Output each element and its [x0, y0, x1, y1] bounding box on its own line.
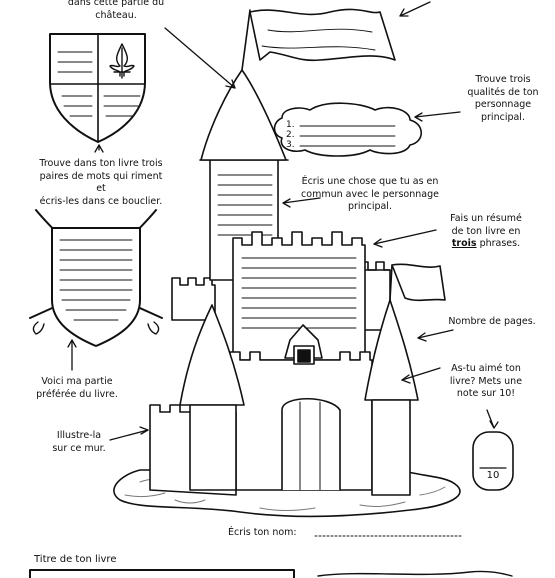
- rhymes-line-2: paires de mots qui riment et: [39, 170, 163, 195]
- qualities-line-3: personnage: [474, 99, 532, 110]
- number-2: 2.: [286, 130, 295, 140]
- summary-line-1: Fais un résumé: [450, 213, 522, 224]
- favorite-line-2: préférée du livre.: [36, 388, 118, 400]
- summary-line-3: trois phrases.: [436, 238, 536, 251]
- pages-instruction: Nombre de pages.: [442, 316, 542, 329]
- main-keep: [232, 231, 366, 361]
- swords-shield: [29, 209, 163, 347]
- left-turret: [179, 304, 245, 491]
- common-instruction: Écris une chose que tu as en commun avec…: [300, 176, 440, 214]
- qualities-cloud: [273, 102, 423, 157]
- illustrate-line-2: sur ce mur.: [52, 442, 106, 454]
- pointer-arrows: [67, 1, 499, 441]
- right-turret: [364, 263, 446, 496]
- top-instruction: dans cette partie du château.: [48, 0, 184, 22]
- book-title-text: Titre de ton livre: [34, 554, 117, 565]
- number-1: 1.: [286, 120, 295, 130]
- top-instruction-line-2: château.: [95, 9, 137, 21]
- favorite-instruction: Voici ma partie préférée du livre.: [22, 376, 132, 401]
- rhymes-line-1: Trouve dans ton livre trois: [39, 158, 163, 169]
- score-badge: [472, 431, 514, 491]
- qualities-line-1: Trouve trois: [475, 74, 531, 85]
- qualities-instruction: Trouve trois qualités de ton personnage …: [458, 74, 548, 124]
- score-denominator: 10: [473, 470, 513, 483]
- number-3: 3.: [286, 140, 295, 150]
- summary-suffix: phrases.: [479, 238, 521, 249]
- bottom-banner: [317, 570, 513, 577]
- top-flag: [249, 8, 396, 62]
- illustrate-instruction: Illustre-la sur ce mur.: [44, 430, 114, 455]
- back-left-tower: [171, 277, 216, 321]
- name-instruction: Écris ton nom:: [228, 527, 318, 540]
- qualities-line-2: qualités de ton: [467, 86, 539, 98]
- title-box: [29, 569, 295, 578]
- summary-instruction: Fais un résumé de ton livre en trois phr…: [436, 213, 536, 251]
- common-line-3: principal.: [348, 201, 392, 212]
- rating-line-1: As-tu aimé ton: [451, 363, 521, 374]
- crest-shield: [49, 33, 146, 143]
- rhymes-instruction: Trouve dans ton livre trois paires de mo…: [36, 158, 166, 208]
- summary-bold-word: trois: [451, 238, 477, 249]
- summary-line-2: de ton livre en: [451, 225, 521, 237]
- rhymes-line-3: écris-les dans ce bouclier.: [39, 195, 163, 207]
- score-denominator-text: 10: [486, 470, 500, 481]
- qualities-numbers: 1. 2. 3.: [286, 120, 300, 150]
- rating-line-2: livre? Mets une: [449, 375, 523, 387]
- pages-text: Nombre de pages.: [448, 316, 536, 327]
- illustrate-line-1: Illustre-la: [56, 430, 102, 441]
- common-line-1: Écris une chose que tu as en: [301, 176, 439, 187]
- rating-instruction: As-tu aimé ton livre? Mets une note sur …: [436, 363, 536, 401]
- common-line-2: commun avec le personnage: [301, 188, 439, 200]
- favorite-line-1: Voici ma partie: [41, 376, 113, 387]
- book-title-label: Titre de ton livre: [34, 554, 154, 567]
- top-instruction-line-1: dans cette partie du: [67, 0, 165, 8]
- qualities-line-4: principal.: [481, 111, 525, 123]
- rating-line-3: note sur 10!: [456, 388, 516, 399]
- name-label: Écris ton nom:: [228, 527, 297, 538]
